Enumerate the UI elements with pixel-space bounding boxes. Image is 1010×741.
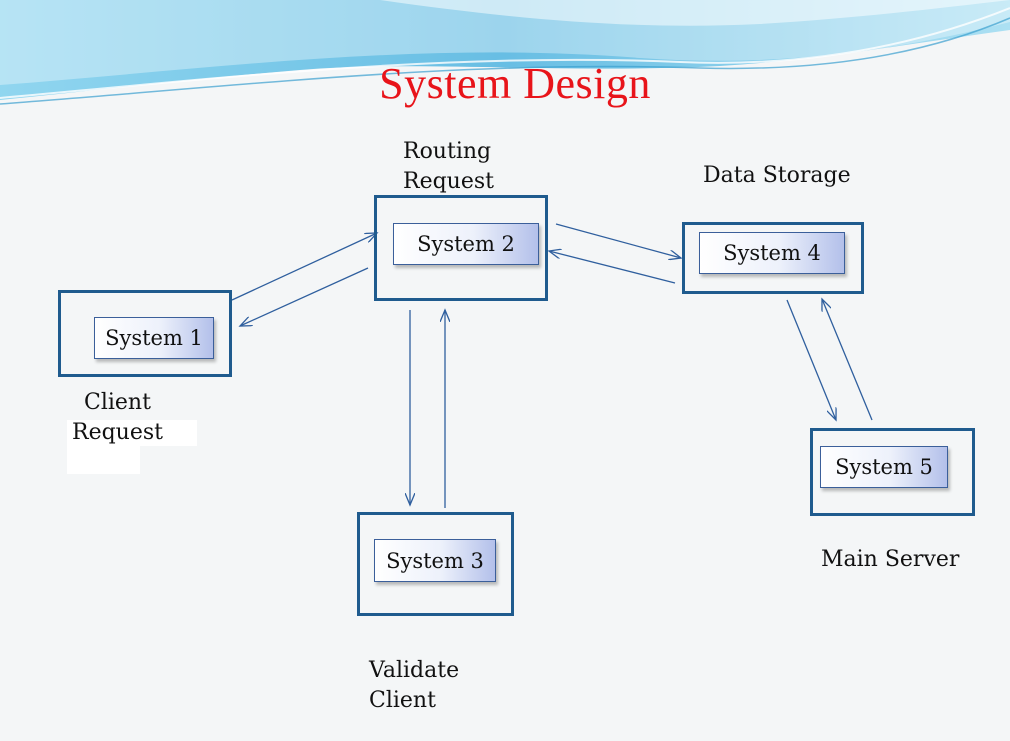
- routing-request-label: Routing Request: [403, 137, 494, 197]
- arrow-system5-to-system4: [822, 299, 873, 421]
- header-wave-decoration: [0, 0, 1010, 105]
- system3-label: System 3: [374, 539, 496, 582]
- validate-client-label: Validate Client: [369, 656, 459, 716]
- system4-label: System 4: [699, 232, 845, 274]
- system2-node: [374, 195, 548, 301]
- arrow-system1-to-system2: [231, 233, 377, 301]
- client-request-line2: Request: [72, 420, 163, 445]
- routing-request-line2: Request: [403, 169, 494, 194]
- system4-node: [682, 222, 864, 294]
- system2-label: System 2: [393, 223, 539, 265]
- system1-node: [58, 290, 232, 377]
- diagram-title: System Design: [379, 59, 651, 108]
- client-label-backdrop: [67, 420, 197, 446]
- validate-client-line1: Validate: [369, 658, 460, 683]
- system1-label: System 1: [94, 317, 214, 359]
- system3-node: [357, 512, 514, 616]
- client-request-label: Client Request: [72, 388, 163, 448]
- system5-node: [810, 428, 975, 516]
- client-request-line1: Client: [84, 390, 151, 415]
- arrow-system4-to-system5: [786, 299, 836, 420]
- arrow-system4-to-system2: [549, 251, 676, 284]
- arrow-system2-to-system1: [240, 267, 369, 326]
- routing-request-line1: Routing: [403, 139, 492, 164]
- arrow-system2-to-system4: [555, 223, 681, 258]
- validate-client-line2: Client: [369, 688, 436, 713]
- data-storage-label: Data Storage: [703, 163, 851, 188]
- system5-label: System 5: [820, 446, 948, 488]
- client-label-backdrop-lower: [67, 446, 140, 474]
- main-server-label: Main Server: [821, 547, 960, 572]
